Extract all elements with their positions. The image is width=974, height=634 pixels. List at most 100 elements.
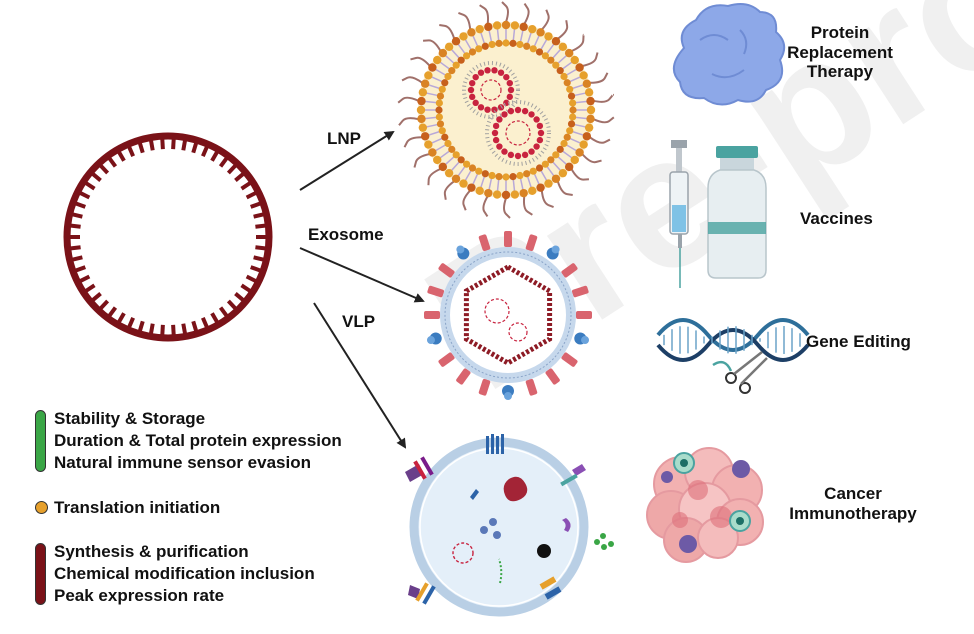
legend-bar-green xyxy=(35,410,46,472)
lipid-head xyxy=(536,28,545,37)
gene-editing-illustration xyxy=(656,318,810,394)
lipid-head xyxy=(452,61,460,69)
lipid-head xyxy=(428,63,437,72)
lipid-head xyxy=(438,127,446,135)
lipid-head xyxy=(516,171,524,180)
lipid-head xyxy=(563,133,571,141)
lipid-head xyxy=(435,99,443,107)
lipid-head xyxy=(551,37,561,46)
lipid-head xyxy=(541,52,549,60)
lipid-head xyxy=(488,40,496,49)
exosome-particle xyxy=(424,231,592,400)
lipid-head xyxy=(528,24,537,34)
lipid-head xyxy=(560,139,568,148)
lipid-head xyxy=(502,173,510,181)
legend-line: Duration & Total protein expression xyxy=(54,431,342,450)
lipid-head xyxy=(475,186,484,196)
lipid-head xyxy=(564,48,574,58)
lipid-head xyxy=(444,72,452,81)
lipid-head xyxy=(584,88,594,97)
legend-text-green: Stability & Storage Duration & Total pro… xyxy=(54,408,342,474)
arrow-lnp xyxy=(299,130,395,191)
lipid-head xyxy=(547,156,555,164)
lipid-head xyxy=(475,167,483,175)
exosome-capsid xyxy=(463,264,553,366)
lipid-head xyxy=(560,72,568,81)
lipid-head xyxy=(444,168,454,178)
lipid-head xyxy=(551,174,561,183)
lipid-head xyxy=(441,79,449,87)
lipid-head xyxy=(529,45,537,53)
lipid-head xyxy=(586,105,596,115)
lipid-head xyxy=(417,114,426,124)
lipid-head xyxy=(495,39,503,47)
label-gene-editing: Gene Editing xyxy=(806,332,911,351)
lipid-head xyxy=(416,105,426,115)
lipid-head xyxy=(452,151,460,159)
lipid-head xyxy=(484,188,493,198)
lipid-head xyxy=(481,170,489,178)
lipid-head xyxy=(448,67,456,75)
route-label-lnp: LNP xyxy=(327,129,361,148)
route-label-vlp: VLP xyxy=(342,312,376,331)
lipid-head xyxy=(492,21,502,30)
lipid-head xyxy=(424,140,433,149)
lipid-head xyxy=(570,155,579,165)
legend-line: Peak expression rate xyxy=(54,586,225,605)
legend-line: Natural immune sensor evasion xyxy=(54,453,311,472)
lipid-head xyxy=(582,132,592,141)
lipid-head xyxy=(459,179,468,188)
lipid-head xyxy=(579,71,588,80)
lipid-head xyxy=(463,52,471,60)
lipid-head xyxy=(567,92,576,100)
lipid-head xyxy=(463,160,471,168)
lipid-head xyxy=(541,160,549,168)
lipid-head xyxy=(569,106,577,114)
lipid-head xyxy=(569,113,577,121)
lipid-head xyxy=(424,71,433,80)
lipid-head xyxy=(586,114,595,124)
lipid-head xyxy=(567,120,576,128)
lipid-head xyxy=(536,183,545,192)
lipid-head xyxy=(519,188,528,198)
lipid-head xyxy=(509,173,517,181)
vaccine-illustration xyxy=(669,140,767,288)
lnp-particle xyxy=(397,1,615,219)
lipid-head xyxy=(438,162,448,172)
arrow-vlp xyxy=(313,302,407,449)
lipid-head xyxy=(436,120,445,128)
legend-text-maroon: Synthesis & purification Chemical modifi… xyxy=(54,541,315,607)
lipid-head xyxy=(436,92,445,100)
lipid-head xyxy=(457,156,465,164)
lipid-head xyxy=(556,145,564,153)
lipid-head xyxy=(584,123,594,132)
lipid-head xyxy=(582,79,592,88)
legend-bar-maroon xyxy=(35,543,46,605)
lipid-head xyxy=(558,42,568,52)
lipid-head xyxy=(475,45,483,53)
label-line: Cancer xyxy=(824,484,882,503)
lipid-head xyxy=(529,167,537,175)
lipid-head xyxy=(444,42,454,52)
lipid-head xyxy=(519,22,528,32)
lipid-head xyxy=(451,37,461,46)
lipid-head xyxy=(509,39,517,47)
dna-rungs xyxy=(663,326,801,354)
lipid-head xyxy=(556,67,564,75)
lipid-head xyxy=(488,171,496,180)
lipid-head xyxy=(467,28,476,37)
lipid-head xyxy=(502,39,510,47)
lipid-head xyxy=(418,88,428,97)
protein-illustration xyxy=(673,3,786,106)
lipid-head xyxy=(448,145,456,153)
legend-line: Chemical modification inclusion xyxy=(54,564,315,583)
lipid-head xyxy=(467,183,476,192)
lipid-head xyxy=(566,127,574,135)
lipid-head xyxy=(569,99,577,107)
lipid-head xyxy=(481,42,489,50)
lipid-head xyxy=(516,40,524,49)
lnp-rna-cluster xyxy=(491,106,545,160)
lipid-head xyxy=(420,132,430,141)
